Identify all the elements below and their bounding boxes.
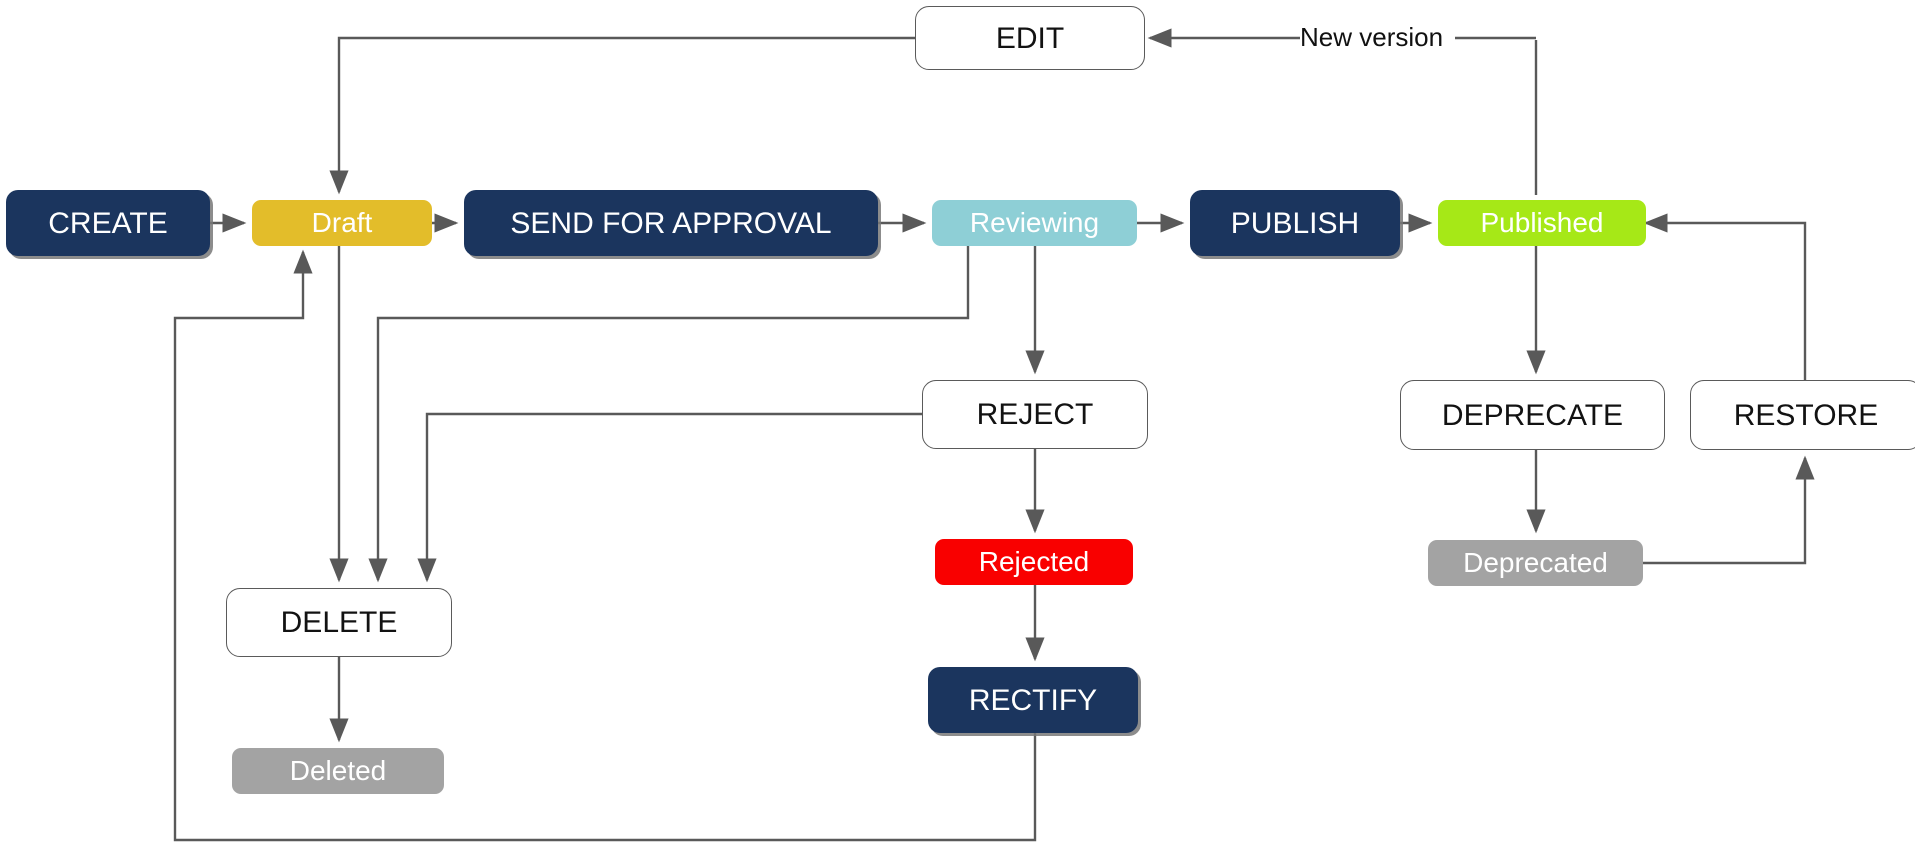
node-publish-label: PUBLISH [1230, 206, 1360, 240]
node-draft-label: Draft [311, 206, 373, 238]
node-deprecate[interactable]: DEPRECATE [1400, 380, 1665, 450]
edge-label-new-version: New version [1300, 22, 1443, 53]
node-reviewing[interactable]: Reviewing [932, 200, 1137, 246]
node-reject-label: REJECT [976, 398, 1094, 431]
node-edit-label: EDIT [995, 21, 1065, 55]
node-published[interactable]: Published [1438, 200, 1646, 246]
node-restore[interactable]: RESTORE [1690, 380, 1915, 450]
node-send-for-approval-label: SEND FOR APPROVAL [510, 206, 832, 240]
node-deprecated-label: Deprecated [1463, 546, 1608, 578]
node-rejected-label: Rejected [978, 545, 1090, 577]
node-create-label: CREATE [48, 206, 168, 240]
node-rectify[interactable]: RECTIFY [928, 667, 1138, 733]
node-delete[interactable]: DELETE [226, 588, 452, 657]
node-restore-label: RESTORE [1733, 398, 1879, 432]
node-reject[interactable]: REJECT [922, 380, 1148, 449]
node-draft[interactable]: Draft [252, 200, 432, 246]
node-rectify-label: RECTIFY [968, 683, 1098, 717]
node-send-for-approval[interactable]: SEND FOR APPROVAL [464, 190, 878, 256]
node-deprecate-label: DEPRECATE [1441, 398, 1624, 432]
node-deprecated[interactable]: Deprecated [1428, 540, 1643, 586]
node-delete-label: DELETE [280, 606, 398, 639]
node-rejected[interactable]: Rejected [935, 539, 1133, 585]
edge-label-new-version-text: New version [1300, 22, 1444, 52]
node-edit[interactable]: EDIT [915, 6, 1145, 70]
node-create[interactable]: CREATE [6, 190, 210, 256]
node-publish[interactable]: PUBLISH [1190, 190, 1400, 256]
node-published-label: Published [1480, 206, 1604, 238]
node-deleted[interactable]: Deleted [232, 748, 444, 794]
node-reviewing-label: Reviewing [969, 206, 1100, 238]
node-deleted-label: Deleted [289, 754, 387, 786]
